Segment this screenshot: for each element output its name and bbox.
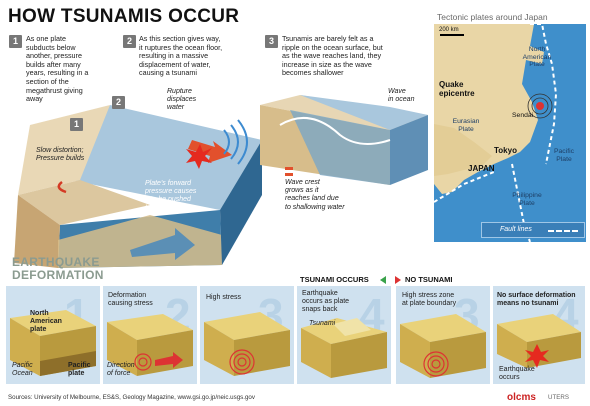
sendai-label: Sendai (512, 112, 534, 119)
japan-landmass-svg (434, 24, 558, 242)
tsunami-panel-label: Tsunami (309, 320, 336, 327)
panel-3-text: High stress (206, 294, 242, 301)
panel-5-block (400, 314, 486, 378)
green-arrow-icon (380, 276, 386, 284)
diagram-1-badge: 1 (70, 118, 83, 131)
step-3-badge: 3 (265, 35, 278, 48)
subduction-block-diagram (14, 105, 262, 268)
diagram-2-badge: 2 (112, 96, 125, 109)
panel-1-block (10, 310, 96, 376)
step-2-badge: 2 (123, 35, 136, 48)
step-1-badge: 1 (9, 35, 22, 48)
no-tsunami-heading: NO TSUNAMI (405, 275, 453, 284)
japan-label: JAPAN (468, 164, 495, 173)
tsunami-occurs-heading: TSUNAMI OCCURS (300, 275, 369, 284)
map-title: Tectonic plates around Japan (437, 12, 548, 22)
panel-2-block (107, 314, 193, 376)
red-arrow-icon (395, 276, 401, 284)
panel-6-block (497, 314, 581, 368)
watermark: olcms (507, 392, 536, 403)
panel-3-block (204, 312, 290, 376)
credit-footer: UTERS (548, 394, 569, 401)
sources-footer: Sources: University of Melbourne, ES&S, … (8, 394, 255, 401)
deformation-panel-3: 3 High stress (200, 286, 294, 384)
panel-4-block (301, 318, 387, 378)
step-2-text: As this section gives way,it ruptures th… (139, 34, 223, 78)
map-legend: Fault lines (481, 222, 585, 238)
legend-fault-lines-label: Fault lines (500, 226, 532, 233)
slow-distortion-label: Slow distortion;Pressure builds (36, 147, 85, 163)
tokyo-label: Tokyo (494, 146, 517, 155)
page-title: HOW TSUNAMIS OCCUR (8, 6, 240, 27)
scale-label: 200 km (439, 27, 459, 33)
wave-shoaling-diagram (260, 95, 428, 185)
fault-line-legend-icon (548, 230, 578, 232)
